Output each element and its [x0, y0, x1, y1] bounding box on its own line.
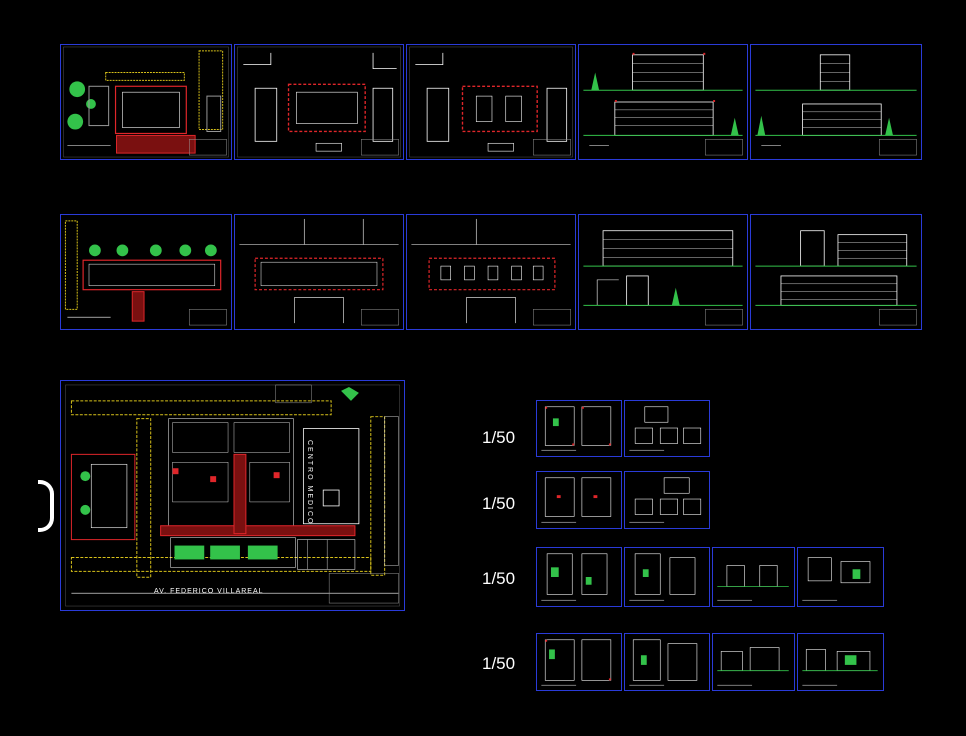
floor-outline-2-drawing [411, 218, 571, 326]
elevations-b-drawing [755, 54, 917, 156]
sheet-r2-site-plan[interactable] [60, 214, 232, 330]
unit-d-elev-1-drawing [717, 647, 789, 686]
site-plan-drawing [63, 46, 229, 158]
floor-plan-drawing [237, 46, 401, 158]
sheet-unit-a-sections[interactable] [624, 400, 710, 457]
unit-c-elev-2-drawing [802, 557, 871, 601]
floor-outline-drawing [409, 46, 573, 158]
sheet-r2-floor-outline[interactable] [406, 214, 576, 330]
unit-a-sections-drawing [629, 406, 702, 451]
master-site-plan-drawing [65, 384, 400, 607]
sheet-unit-c-elev-1[interactable] [712, 547, 795, 607]
elevations-a-drawing [583, 52, 743, 156]
site-plan-2-drawing [64, 220, 227, 326]
sheet-r1-site-plan[interactable] [60, 44, 232, 160]
sheet-unit-d-elev-1[interactable] [712, 633, 795, 691]
unit-c-plan-2-drawing [629, 553, 696, 601]
elevations-2b-drawing [755, 230, 917, 326]
scale-label-2: 1/50 [482, 494, 516, 513]
sheet-r1-elevations-b[interactable] [750, 44, 922, 160]
sheet-unit-d-plan-1[interactable] [536, 633, 622, 691]
sheet-unit-c-plan-2[interactable] [624, 547, 710, 607]
elevations-2a-drawing [583, 230, 743, 326]
unit-c-plan-1-drawing [541, 553, 608, 601]
sheet-unit-d-elev-2[interactable] [797, 633, 884, 691]
unit-c-elev-1-drawing [717, 565, 789, 601]
unit-b-sections-drawing [629, 477, 702, 523]
floor-plan-2-drawing [239, 218, 399, 326]
sheet-unit-a-plan[interactable] [536, 400, 622, 457]
unit-b-plan-drawing [541, 477, 612, 523]
sheet-unit-b-sections[interactable] [624, 471, 710, 529]
sheet-r1-floor-plan[interactable] [234, 44, 404, 160]
sheet-r2-elevations-a[interactable] [578, 214, 748, 330]
unit-d-elev-2-drawing [802, 649, 878, 686]
unit-d-plan-1-drawing [541, 639, 612, 686]
scale-label-1: 1/50 [482, 428, 516, 447]
sheet-r1-floor-outline[interactable] [406, 44, 576, 160]
sheet-r1-elevations-a[interactable] [578, 44, 748, 160]
block-label: CENTRO MEDICO [306, 440, 313, 526]
sheet-unit-c-elev-2[interactable] [797, 547, 884, 607]
unit-a-plan-drawing [541, 406, 612, 451]
scale-label-4: 1/50 [482, 654, 516, 673]
sheet-r2-elevations-b[interactable] [750, 214, 922, 330]
left-bracket-mark [38, 480, 54, 532]
sheet-unit-b-plan[interactable] [536, 471, 622, 529]
sheet-r2-floor-plan[interactable] [234, 214, 404, 330]
sheet-unit-c-plan-1[interactable] [536, 547, 622, 607]
street-label: AV. FEDERICO VILLAREAL [154, 588, 264, 595]
sheet-unit-d-plan-2[interactable] [624, 633, 710, 691]
unit-d-plan-2-drawing [629, 639, 698, 686]
sheet-master-site-plan[interactable] [60, 380, 405, 611]
scale-label-3: 1/50 [482, 569, 516, 588]
